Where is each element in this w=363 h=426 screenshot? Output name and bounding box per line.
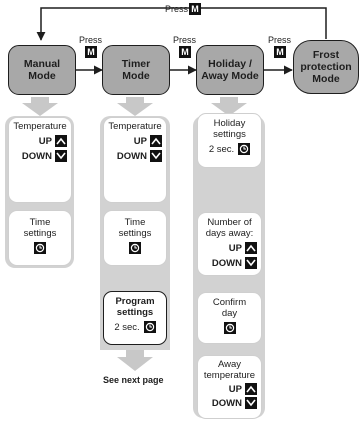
- clock-icon[interactable]: [129, 242, 141, 254]
- down-arrow-icon[interactable]: [245, 257, 257, 269]
- holiday-confirm-title: Confirm day: [212, 297, 247, 319]
- grey-down-arrow-holiday: [211, 97, 247, 116]
- manual-down-label: DOWN: [21, 150, 52, 162]
- m-key-icon-2: M: [179, 46, 191, 58]
- timer-temp-title: Temperature: [108, 121, 162, 132]
- press-label-1: Press: [79, 35, 103, 45]
- mode-timer[interactable]: Timer Mode: [102, 45, 170, 95]
- return-loop-line: [36, 7, 327, 41]
- top-press-label: Press: [165, 4, 189, 14]
- press-label-3: Press: [268, 35, 292, 45]
- clock-icon[interactable]: [34, 242, 46, 254]
- mode-manual[interactable]: Manual Mode: [8, 45, 76, 95]
- mode-holiday[interactable]: Holiday / Away Mode: [196, 45, 264, 95]
- mode-holiday-label: Holiday / Away Mode: [201, 58, 259, 82]
- holiday-settings-hold: 2 sec.: [208, 143, 235, 155]
- timer-up-label: UP: [133, 135, 147, 147]
- down-arrow-icon[interactable]: [150, 150, 162, 162]
- down-arrow-icon[interactable]: [55, 150, 67, 162]
- grey-down-arrow-timer: [117, 97, 153, 116]
- holiday-away-title: Away temperature: [203, 359, 256, 381]
- up-arrow-icon[interactable]: [245, 242, 257, 254]
- holiday-away-temp-card: Away temperature UP DOWN: [197, 355, 262, 419]
- up-arrow-icon[interactable]: [245, 383, 257, 395]
- press-label-2: Press: [173, 35, 197, 45]
- holiday-confirm-card: Confirm day: [197, 292, 262, 344]
- m-key-icon-3: M: [274, 46, 286, 58]
- grey-down-arrow-next: [117, 350, 153, 371]
- timer-temperature-card: Temperature UP DOWN: [103, 117, 167, 203]
- manual-up-label: UP: [38, 135, 52, 147]
- timer-program-hold: 2 sec.: [114, 321, 140, 333]
- up-arrow-icon[interactable]: [55, 135, 67, 147]
- timer-down-label: DOWN: [116, 150, 147, 162]
- clock-icon[interactable]: [143, 321, 156, 333]
- holiday-days-card: Number of days away: UP DOWN: [197, 212, 262, 276]
- timer-program-title: Program settings: [115, 296, 155, 318]
- holiday-away-up-label: UP: [228, 383, 242, 395]
- timer-time-card: Time settings: [103, 210, 167, 266]
- manual-temperature-card: Temperature UP DOWN: [8, 117, 72, 203]
- mode-timer-label: Timer Mode: [121, 58, 151, 82]
- holiday-up-label: UP: [228, 242, 242, 254]
- clock-icon[interactable]: [238, 143, 251, 155]
- up-arrow-icon[interactable]: [150, 135, 162, 147]
- holiday-days-title: Number of days away:: [205, 217, 254, 239]
- holiday-settings-title: Holiday settings: [213, 118, 246, 140]
- holiday-away-down-label: DOWN: [211, 397, 242, 409]
- timer-time-title: Time settings: [118, 217, 152, 239]
- manual-time-title: Time settings: [23, 217, 57, 239]
- manual-time-card: Time settings: [8, 210, 72, 266]
- timer-program-card: Program settings 2 sec.: [103, 291, 167, 345]
- clock-icon[interactable]: [223, 322, 236, 334]
- holiday-down-label: DOWN: [211, 257, 242, 269]
- see-next-page-note: See next page: [103, 375, 164, 385]
- down-arrow-icon[interactable]: [245, 397, 257, 409]
- mode-frost-protection[interactable]: Frost protection Mode: [293, 40, 359, 94]
- mode-manual-label: Manual Mode: [23, 58, 61, 82]
- m-key-icon-1: M: [85, 46, 97, 58]
- top-m-key-icon: M: [189, 3, 201, 15]
- manual-temp-title: Temperature: [13, 121, 67, 132]
- grey-down-arrow-manual: [22, 97, 58, 116]
- mode-frost-label: Frost protection Mode: [300, 49, 352, 85]
- holiday-settings-card: Holiday settings 2 sec.: [197, 113, 262, 168]
